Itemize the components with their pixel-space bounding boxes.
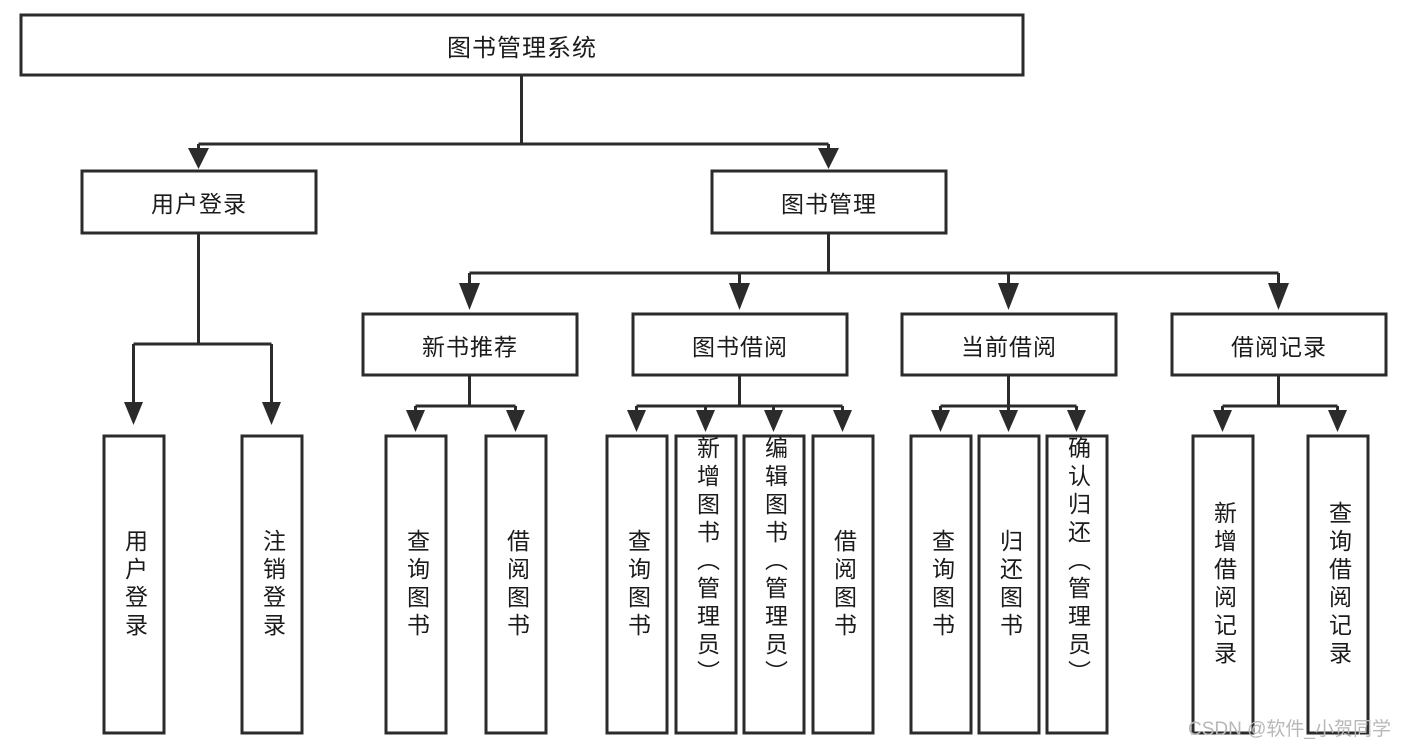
- node-box-leaf-return-book[interactable]: [977, 434, 1041, 735]
- node-box-leaf-query-book-3[interactable]: [909, 434, 973, 735]
- node-box-leaf-add-book[interactable]: [674, 434, 738, 735]
- node-box-leaf-query-record[interactable]: [1306, 434, 1370, 735]
- arrow-head-leaf-query-book-3: [931, 410, 950, 432]
- node-box-user-login[interactable]: [80, 169, 318, 235]
- node-box-book-borrow[interactable]: [631, 312, 849, 377]
- node-box-leaf-query-book-2[interactable]: [605, 434, 669, 735]
- connector-group-current-borrow: [931, 375, 1086, 432]
- arrow-head-book-manage: [818, 148, 839, 169]
- connector-group-root: [188, 76, 839, 169]
- arrow-head-current-borrow: [998, 283, 1019, 310]
- arrow-head-leaf-borrow-book-2: [833, 410, 852, 432]
- arrow-head-leaf-add-record: [1213, 410, 1232, 432]
- node-box-leaf-borrow-book-1[interactable]: [484, 434, 548, 735]
- node-box-leaf-user-login[interactable]: [102, 434, 166, 735]
- node-box-leaf-query-book-1[interactable]: [384, 434, 448, 735]
- connector-group-book-manage: [459, 233, 1289, 310]
- node-box-borrow-record[interactable]: [1170, 312, 1388, 377]
- node-box-leaf-confirm-return[interactable]: [1045, 434, 1109, 735]
- connector-group-user-login: [124, 233, 281, 425]
- arrow-head-user-login: [188, 148, 209, 169]
- node-box-new-book-recommend[interactable]: [361, 312, 579, 377]
- arrow-head-leaf-logout-login: [262, 402, 281, 425]
- arrow-head-leaf-edit-book: [764, 410, 783, 432]
- arrow-head-leaf-add-book: [696, 410, 715, 432]
- node-box-book-manage[interactable]: [710, 169, 948, 235]
- arrow-head-leaf-query-book-1: [406, 410, 425, 432]
- arrow-head-leaf-query-record: [1328, 410, 1347, 432]
- node-box-leaf-edit-book[interactable]: [742, 434, 806, 735]
- node-box-leaf-add-record[interactable]: [1191, 434, 1255, 735]
- node-box-root[interactable]: [19, 13, 1025, 77]
- arrow-head-leaf-user-login: [124, 402, 143, 425]
- arrow-head-borrow-record: [1268, 283, 1289, 310]
- node-box-leaf-logout-login[interactable]: [240, 434, 304, 735]
- connector-group-borrow-record: [1213, 375, 1347, 432]
- arrow-head-book-borrow: [729, 283, 750, 310]
- arrow-head-new-book-recommend: [459, 283, 480, 310]
- arrow-head-leaf-query-book-2: [627, 410, 646, 432]
- node-box-leaf-borrow-book-2[interactable]: [811, 434, 875, 735]
- arrow-head-leaf-borrow-book-1: [506, 410, 525, 432]
- connector-group-book-borrow: [627, 375, 852, 432]
- arrow-head-leaf-confirm-return: [1067, 410, 1086, 432]
- connector-group-new-book-recommend: [406, 375, 525, 432]
- arrow-head-leaf-return-book: [999, 410, 1018, 432]
- node-box-current-borrow[interactable]: [900, 312, 1118, 377]
